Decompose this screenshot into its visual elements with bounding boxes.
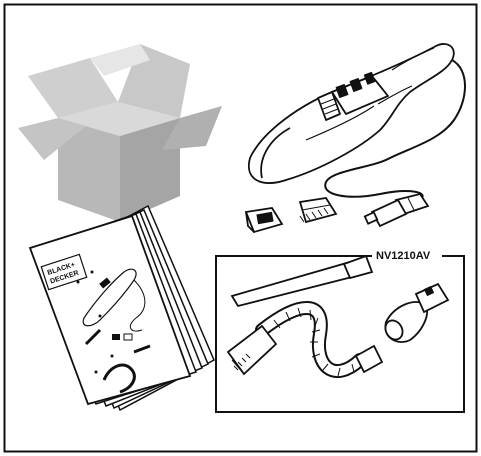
- model-label: NV1210AV: [376, 250, 431, 262]
